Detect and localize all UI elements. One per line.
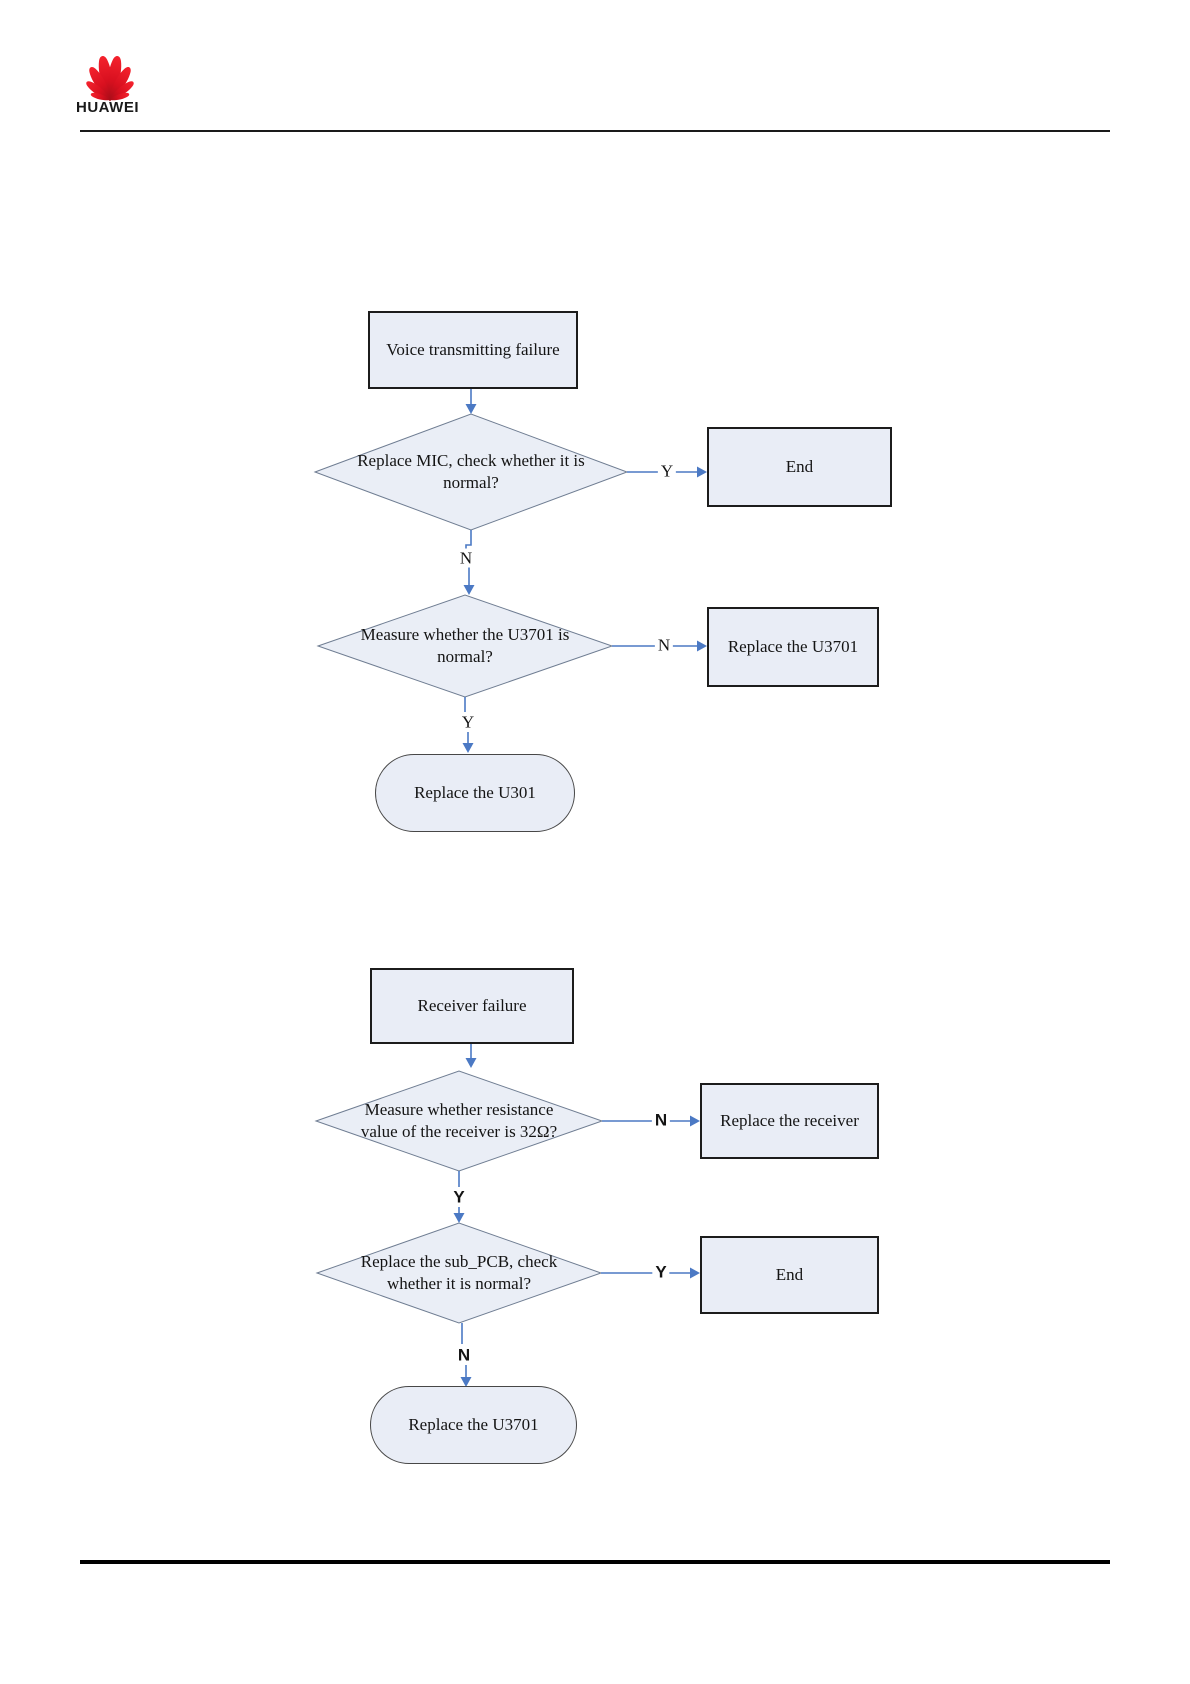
logo-petals [86,56,134,102]
arrowhead-right [697,640,707,652]
action-node-replace-receiver: Replace the receiver [700,1083,879,1159]
arrowhead-down [462,743,474,753]
branch-label-yes: Y [458,712,478,732]
end-node-chart2: End [700,1236,879,1314]
terminal-node-replace-u301: Replace the U301 [375,754,575,832]
decision1-diamond-chart2 [314,1070,604,1172]
arrowhead-right [697,466,707,478]
decision2-diamond-chart2 [315,1222,603,1324]
branch-label-no: N [454,1345,474,1365]
branch-label-yes: Y [450,1187,468,1207]
decision2-diamond-chart1 [316,594,614,698]
terminal-node-replace-u3701: Replace the U3701 [370,1386,577,1464]
arrowhead-right [690,1115,700,1127]
branch-label-no: N [456,548,476,568]
arrowhead-down [460,1377,472,1387]
branch-label-yes: Y [657,461,677,481]
branch-label-no: N [651,1110,671,1130]
branch-label-no: N [654,635,674,655]
start-node-voice-failure: Voice transmitting failure [368,311,578,389]
huawei-logo-text: HUAWEI [76,99,139,116]
arrowhead-right [690,1267,700,1279]
arrowhead-down [463,585,475,595]
arrowhead-down [465,1058,477,1068]
header-divider [80,130,1110,132]
arrowhead-down [465,404,477,414]
action-node-replace-u3701: Replace the U3701 [707,607,879,687]
huawei-logo-icon [86,56,134,102]
end-node-chart1: End [707,427,892,507]
footer-divider [80,1560,1110,1564]
edge-decision1-no-upper-chart1 [465,530,472,550]
decision1-diamond-chart1 [313,413,629,531]
branch-label-yes: Y [652,1262,670,1282]
start-node-receiver-failure: Receiver failure [370,968,574,1044]
arrowhead-down [453,1213,465,1223]
